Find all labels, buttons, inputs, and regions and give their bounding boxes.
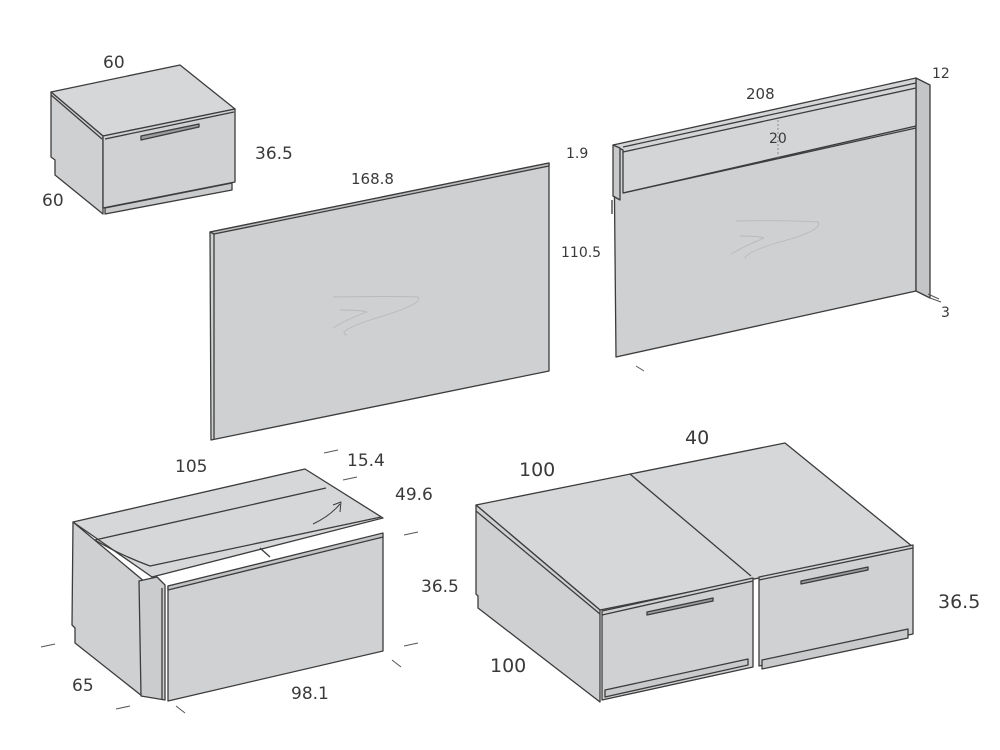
nightstand-height-label: 36.5: [255, 144, 293, 164]
double-drawer-unit: [475, 442, 914, 703]
nightstand-depth-label: 60: [42, 191, 64, 211]
drawer-unit-right-width-label: 40: [685, 427, 710, 449]
drawer-handle-icon: [140, 123, 200, 141]
drawer-unit-height-label: 36.5: [938, 591, 981, 613]
bench-height-label: 36.5: [421, 577, 459, 597]
shelf-depth-label: 12: [932, 66, 950, 82]
brand-logo-icon: [332, 296, 420, 336]
bench-lid-offset-label: 15.4: [347, 451, 385, 471]
headboard-with-shelf: [611, 77, 942, 372]
bench-lid-depth-label: 49.6: [395, 485, 433, 505]
nightstand-width-label: 60: [103, 53, 125, 73]
drawer-handle-icon: [646, 597, 714, 616]
rotation-arrow-icon: [332, 501, 342, 513]
nightstand: [50, 64, 236, 215]
drawer-handle-icon: [800, 566, 869, 585]
drawer-unit-left-width-label: 100: [519, 459, 556, 481]
shelf-headboard-width-label: 208: [746, 85, 775, 103]
panel-width-label: 168.8: [351, 170, 394, 188]
brand-logo-icon: [730, 220, 820, 260]
panel-thickness-label: 1.9: [566, 146, 589, 162]
drawer-unit-depth-label: 100: [490, 655, 527, 677]
headboard-panel: [209, 162, 550, 441]
bench-front-width-label: 98.1: [291, 684, 329, 704]
shelf-board-thickness-label: 3: [941, 305, 950, 321]
bench-top-width-label: 105: [175, 457, 208, 477]
panel-height-label: 110.5: [561, 245, 602, 261]
storage-bench: [40, 449, 419, 714]
bench-depth-label: 65: [72, 676, 94, 696]
shelf-height-label: 20: [769, 131, 787, 147]
